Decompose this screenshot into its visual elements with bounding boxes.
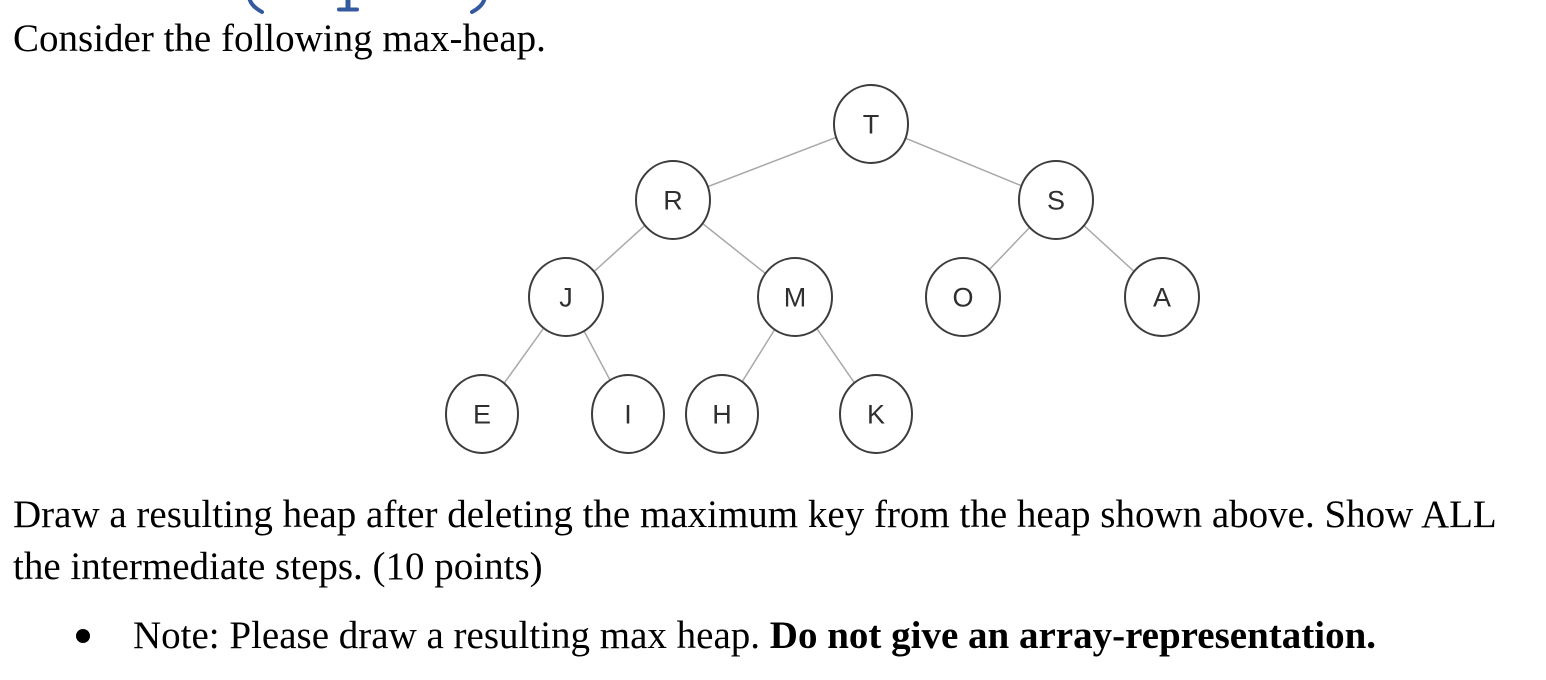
heap-node-M: M — [757, 257, 833, 337]
heap-node-I: I — [591, 374, 665, 454]
heap-node-E: E — [445, 374, 519, 454]
question-line-1: Draw a resulting heap after deleting the… — [13, 493, 1497, 536]
heap-node-circle-A — [1124, 257, 1200, 337]
heap-node-label-E: E — [473, 400, 491, 430]
clipped-heading-fragment — [247, 0, 487, 14]
note-text-bold: Do not give an array-representation. — [769, 614, 1377, 657]
heap-node-S: S — [1018, 160, 1094, 240]
heap-node-label-M: M — [784, 283, 807, 313]
right-paren-fragment-icon — [470, 0, 487, 14]
heap-node-T: T — [833, 84, 909, 164]
heap-node-R: R — [635, 160, 711, 240]
heap-node-H: H — [685, 374, 759, 454]
note-text-regular: Note: Please draw a resulting max heap. — [133, 614, 770, 657]
heap-node-circle-O — [925, 257, 1001, 337]
heap-node-A: A — [1124, 257, 1200, 337]
heap-node-label-H: H — [712, 400, 732, 430]
heap-node-label-I: I — [624, 400, 632, 430]
heap-node-label-A: A — [1153, 283, 1171, 313]
heap-node-label-R: R — [663, 186, 683, 216]
heap-nodes: T R S J M O A — [445, 84, 1200, 454]
heap-node-label-O: O — [952, 283, 973, 313]
note-text: Note: Please draw a resulting max heap. … — [133, 612, 1376, 660]
bullet-icon — [76, 629, 90, 643]
heap-node-circle-J — [528, 257, 604, 337]
question-line-2: the intermediate steps. (10 points) — [13, 545, 543, 588]
heap-node-label-K: K — [867, 400, 885, 430]
heap-node-circle-S — [1018, 160, 1094, 240]
left-paren-fragment-icon — [247, 0, 264, 14]
heap-node-J: J — [528, 257, 604, 337]
heap-node-circle-H — [685, 374, 759, 454]
heap-node-circle-K — [839, 374, 913, 454]
heap-node-K: K — [839, 374, 913, 454]
heap-node-label-J: J — [559, 283, 573, 313]
heap-node-circle-I — [591, 374, 665, 454]
heap-node-circle-M — [757, 257, 833, 337]
question-paragraph: Draw a resulting heap after deleting the… — [13, 489, 1497, 593]
heap-node-circle-E — [445, 374, 519, 454]
heap-node-circle-R — [635, 160, 711, 240]
heap-node-label-S: S — [1047, 186, 1065, 216]
heap-node-label-T: T — [863, 110, 880, 140]
intro-text: Consider the following max-heap. — [13, 17, 546, 60]
heap-node-circle-T — [833, 84, 909, 164]
heap-node-O: O — [925, 257, 1001, 337]
